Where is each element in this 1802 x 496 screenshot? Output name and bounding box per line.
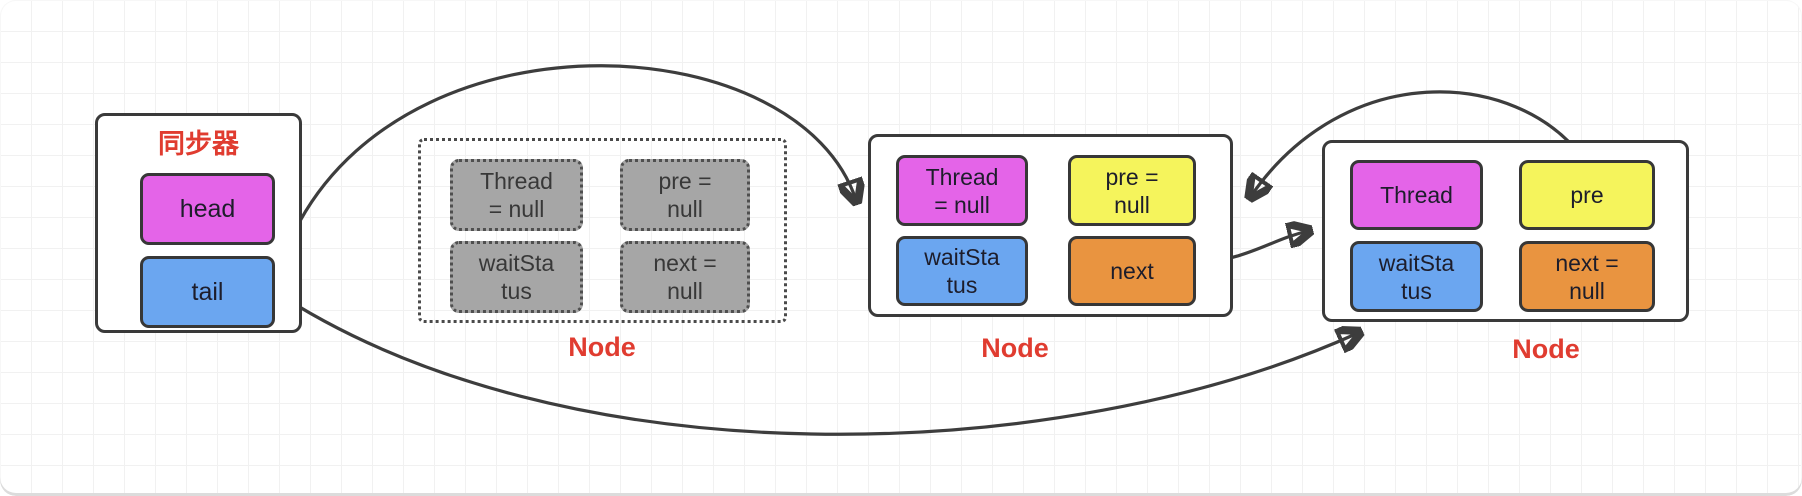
tail-field-label: tail — [191, 278, 224, 306]
cell-text: null — [667, 278, 703, 304]
cell-text: tus — [946, 272, 978, 298]
cell-text: pre = — [1105, 163, 1159, 190]
node1-label: Node — [568, 332, 636, 362]
node3-pre-cell: pre — [1519, 160, 1655, 230]
node3-thread-cell: Thread — [1350, 160, 1483, 230]
node2-box: Thread = null pre = null waitSta tus nex… — [868, 134, 1233, 317]
node1-box: Thread = null pre = null waitSta tus nex… — [418, 138, 787, 323]
cell-text: next — [1110, 258, 1154, 284]
cell-text: waitSta — [924, 244, 1000, 270]
node1-next-cell: next = null — [620, 241, 750, 313]
node2-waitstatus-cell: waitSta tus — [896, 236, 1028, 306]
node3-waitstatus-cell: waitSta tus — [1350, 241, 1483, 312]
synchronizer-box: 同步器 head tail — [95, 113, 302, 333]
cell-text: pre — [1570, 182, 1604, 208]
cell-text: Thread — [480, 168, 553, 194]
cell-text: = null — [934, 191, 990, 218]
node2-thread-cell: Thread = null — [896, 155, 1028, 226]
node3-next-cell: next = null — [1519, 241, 1655, 312]
cell-text: = null — [488, 196, 545, 222]
head-field: head — [140, 173, 275, 245]
cell-text: next = — [1555, 249, 1619, 276]
node3-label: Node — [1512, 334, 1580, 364]
cell-text: pre = — [658, 168, 712, 194]
node1-pre-cell: pre = null — [620, 159, 750, 231]
cell-text: waitSta — [478, 250, 555, 276]
cell-text: waitSta — [1378, 249, 1455, 276]
node2-label: Node — [981, 333, 1049, 363]
node1-thread-cell: Thread = null — [450, 159, 583, 231]
cell-text: Thread — [925, 163, 999, 190]
node2-pre-cell: pre = null — [1068, 155, 1196, 226]
cell-text: next = — [653, 250, 717, 276]
cell-text: null — [1114, 191, 1150, 218]
cell-text: tus — [501, 278, 532, 304]
cell-text: null — [1569, 277, 1605, 304]
cell-text: Thread — [1380, 182, 1453, 208]
cell-text: tus — [1401, 277, 1432, 304]
synchronizer-title: 同步器 — [158, 129, 239, 159]
head-field-label: head — [179, 195, 236, 223]
node3-box: Thread pre waitSta tus next = null — [1322, 140, 1689, 322]
node2-next-cell: next — [1068, 236, 1196, 306]
tail-field: tail — [140, 256, 275, 328]
cell-text: null — [667, 196, 703, 222]
node1-waitstatus-cell: waitSta tus — [450, 241, 583, 313]
